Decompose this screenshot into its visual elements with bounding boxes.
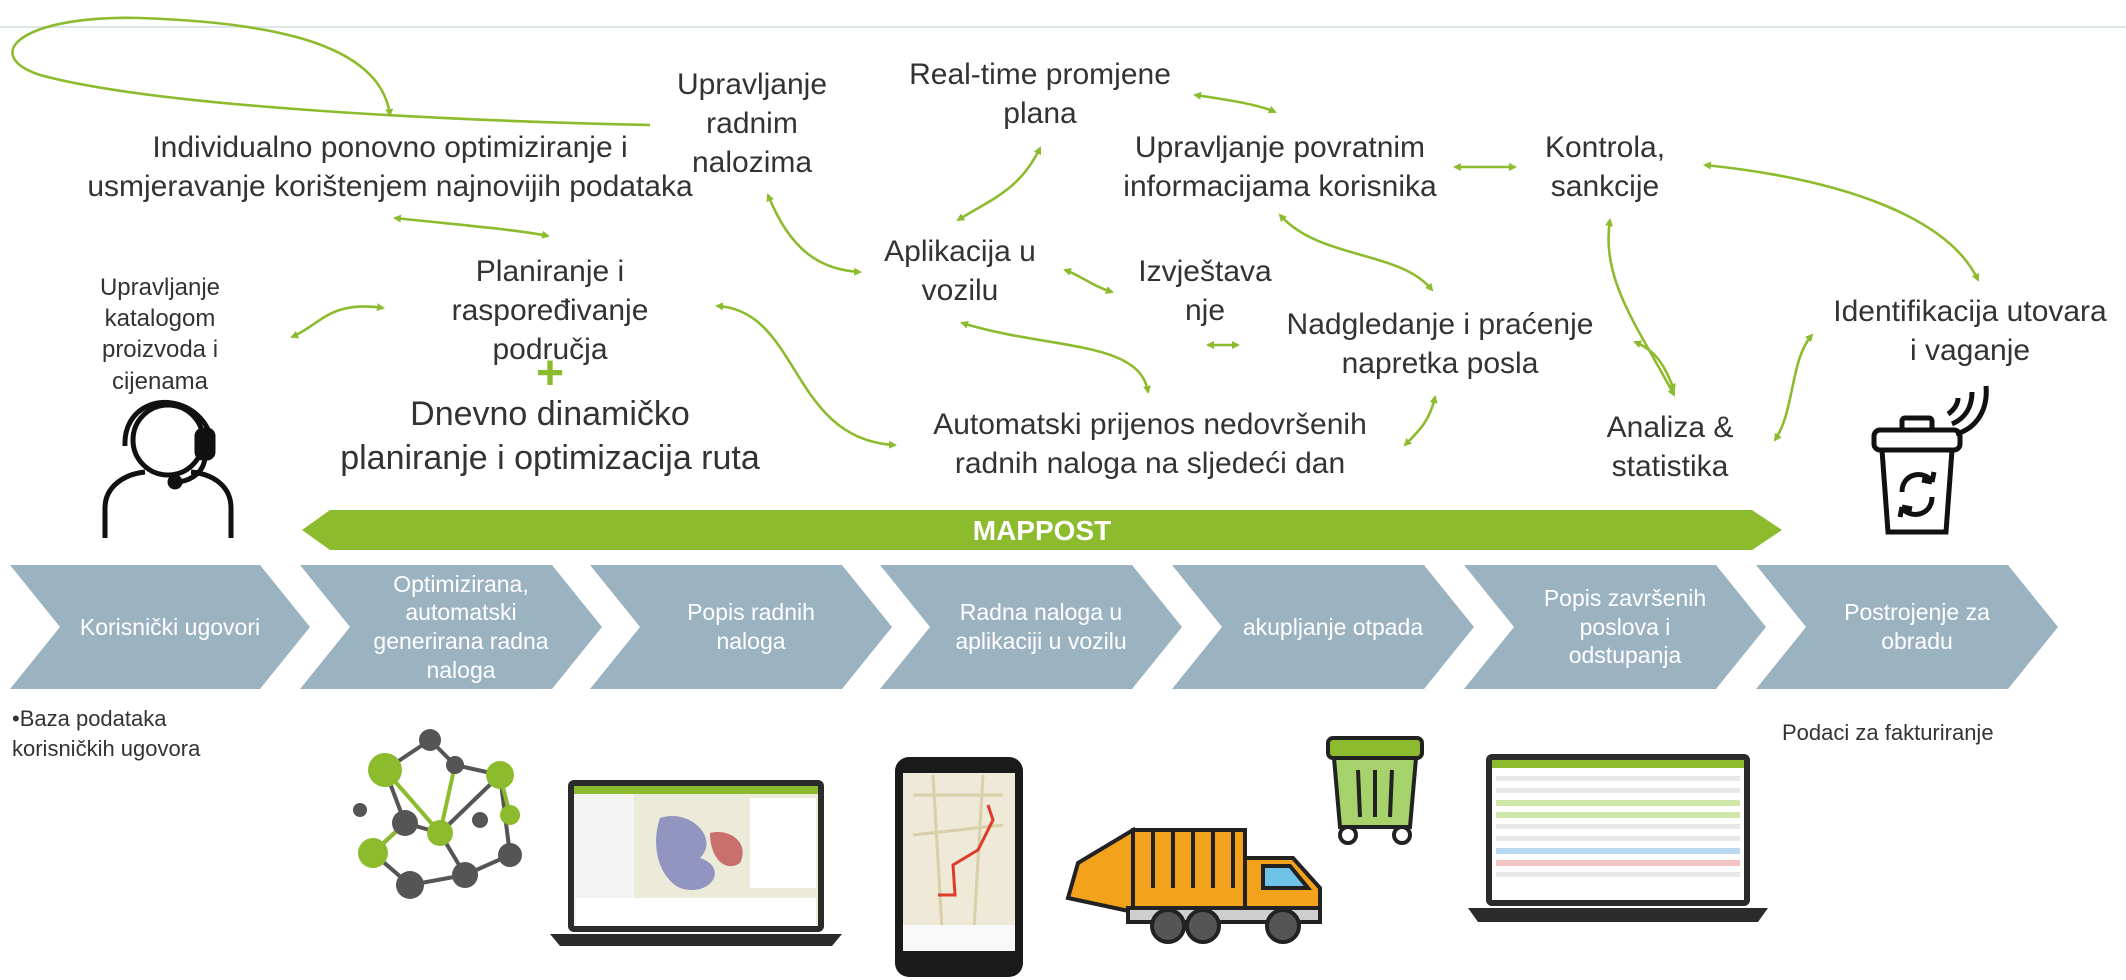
- step-orders-in-app: Radna naloga u aplikaciji u vozilu: [880, 565, 1182, 689]
- label-feedback-management: Upravljanje povratnim informacijama kori…: [1123, 131, 1437, 203]
- label-realtime-changes: Real-time promjene plana: [909, 58, 1171, 130]
- label-reoptimization: Individualno ponovno optimiziranje i usm…: [87, 131, 693, 203]
- mappost-bar: MAPPOST: [302, 510, 1782, 550]
- network-graph-icon: [353, 729, 522, 899]
- label-work-orders-management: Upravljanje radnim nalozima: [676, 68, 828, 179]
- garbage-truck-icon: [1065, 826, 1322, 944]
- step-label: Popis završenih poslova i odstupanja: [1543, 584, 1707, 669]
- step-processing-plant: Postrojenje za obradu: [1756, 565, 2058, 689]
- green-bin-icon: [1326, 736, 1424, 845]
- step-label: Postrojenje za obradu: [1844, 599, 1990, 654]
- step-label: Radna naloga u aplikaciji u vozilu: [955, 599, 1127, 654]
- label-reporting: Izvještava nje: [1138, 255, 1272, 327]
- step-label: Popis radnih naloga: [687, 599, 815, 654]
- step-waste-collection: akupljanje otpada: [1172, 565, 1474, 689]
- smart-bin-icon: [1871, 385, 1989, 535]
- step-label: Optimizirana, automatski generirana radn…: [373, 570, 549, 683]
- label-planning: Planiranje i raspoređivanje područja: [451, 255, 649, 366]
- tablet-map-icon: [895, 757, 1023, 977]
- step-order-list: Popis radnih naloga: [590, 565, 892, 689]
- label-daily-planning: Dnevno dinamičko planiranje i optimizaci…: [340, 395, 760, 478]
- label-analysis: Analiza & statistika: [1606, 411, 1734, 483]
- note-contracts-db: •Baza podataka korisničkih ugovora: [12, 706, 201, 761]
- label-identification: Identifikacija utovara i vaganje: [1833, 295, 2107, 367]
- note-billing-data: Podaci za fakturiranje: [1782, 720, 1994, 745]
- plus-icon: +: [535, 347, 565, 400]
- label-vehicle-app: Aplikacija u vozilu: [884, 235, 1036, 307]
- label-monitoring: Nadgledanje i praćenje napretka posla: [1286, 308, 1594, 380]
- laptop-table-icon: [1468, 754, 1768, 922]
- step-customer-contracts: Korisnički ugovori: [10, 565, 310, 689]
- step-label: akupljanje otpada: [1242, 613, 1424, 640]
- label-catalog-management: Upravljanje katalogom proizvoda i cijena…: [99, 274, 221, 395]
- step-completed-jobs: Popis završenih poslova i odstupanja: [1464, 565, 1766, 689]
- step-optimized-orders: Optimizirana, automatski generirana radn…: [300, 565, 602, 689]
- label-auto-transfer: Automatski prijenos nedovršenih radnih n…: [933, 408, 1367, 480]
- laptop-map-icon: [550, 780, 842, 946]
- label-control: Kontrola, sankcije: [1544, 131, 1666, 203]
- operator-headset-icon: [102, 399, 234, 538]
- step-label: Korisnički ugovori: [79, 613, 261, 640]
- top-divider: [0, 26, 2126, 28]
- mappost-label: MAPPOST: [972, 515, 1112, 546]
